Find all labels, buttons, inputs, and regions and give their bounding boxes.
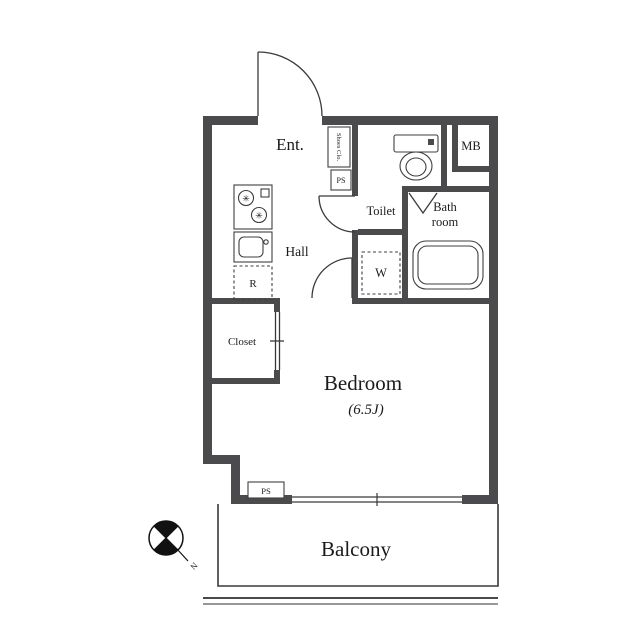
room-label-toilet: Toilet (367, 204, 397, 218)
room-label-balcony: Balcony (321, 537, 391, 561)
toilet-bowl-inner (405, 157, 427, 177)
washer-space (361, 251, 401, 295)
room-label-bathroom-line2: room (432, 215, 459, 229)
room-label-closet: Closet (228, 336, 256, 348)
wall-segment (358, 229, 408, 235)
pipe-space-bottom-label: PS (261, 486, 271, 496)
bedroom-door-swing (311, 257, 353, 299)
storage (247, 126, 352, 499)
openings (203, 493, 499, 605)
balcony-outline (217, 504, 499, 587)
burner-icon (237, 189, 255, 207)
refrigerator-label: R (249, 278, 257, 290)
wall-segment (452, 122, 458, 172)
sanitary (361, 134, 484, 295)
meter-box-label: MB (461, 139, 480, 153)
room-label-bedroom: Bedroom (324, 371, 402, 395)
wall-segment (402, 192, 408, 304)
wall-segment (402, 186, 489, 192)
compass-tail (176, 548, 189, 562)
wall-segment (212, 378, 280, 384)
stove-grill (260, 188, 270, 198)
wall-segment (203, 116, 212, 464)
wall-segment (452, 166, 495, 172)
shoes-closet-label: Shoes Clo. (335, 133, 342, 162)
wall-segment (274, 304, 280, 312)
shoes-closet-box (327, 126, 351, 168)
pipe-space-top-label: PS (337, 176, 346, 185)
wall-segment (441, 125, 447, 192)
room-label-bathroom-line1: Bath (433, 200, 457, 214)
pipe-space-bottom-box (247, 481, 285, 499)
wall-segment (352, 298, 492, 304)
wall-segment (231, 455, 240, 504)
wall-segment (352, 125, 358, 196)
washer-label: W (375, 266, 387, 280)
wall-segment (274, 370, 280, 384)
wall-segment (231, 495, 292, 504)
burner-icon (250, 206, 268, 224)
refrigerator-space (233, 265, 273, 301)
compass-north-label: N (188, 560, 199, 571)
room-label-hall: Hall (285, 244, 308, 259)
doors (257, 51, 438, 370)
burner-glyph: ✳ (242, 194, 250, 204)
room-size-bedroom: (6.5J) (348, 402, 383, 418)
pipe-space-top-box (330, 169, 352, 191)
compass-wedge (153, 521, 179, 538)
kitchen: ✳ ✳ (233, 184, 273, 301)
faucet-icon (263, 239, 269, 245)
labels: Ent. Shoes Clo. PS MB Toilet Bath room H… (228, 133, 481, 561)
compass-wedge (153, 538, 179, 555)
wall-segment (322, 116, 489, 125)
toilet-door-swing (318, 195, 356, 233)
burner-glyph: ✳ (255, 211, 263, 221)
entrance-door-swing (257, 51, 323, 117)
wall-segment (489, 116, 498, 504)
compass-icon: N (148, 520, 200, 572)
wall-segment (203, 116, 258, 125)
bathtub-inner (417, 245, 479, 285)
walls (203, 116, 498, 504)
wall-segment (462, 495, 498, 504)
wall-segment (212, 298, 280, 304)
sink-basin (238, 236, 264, 258)
wall-segment (203, 455, 240, 464)
room-label-entrance: Ent. (276, 135, 304, 154)
wall-segment (352, 230, 358, 304)
toilet-flush-button (428, 139, 434, 145)
bathroom-folding-door (408, 192, 438, 215)
